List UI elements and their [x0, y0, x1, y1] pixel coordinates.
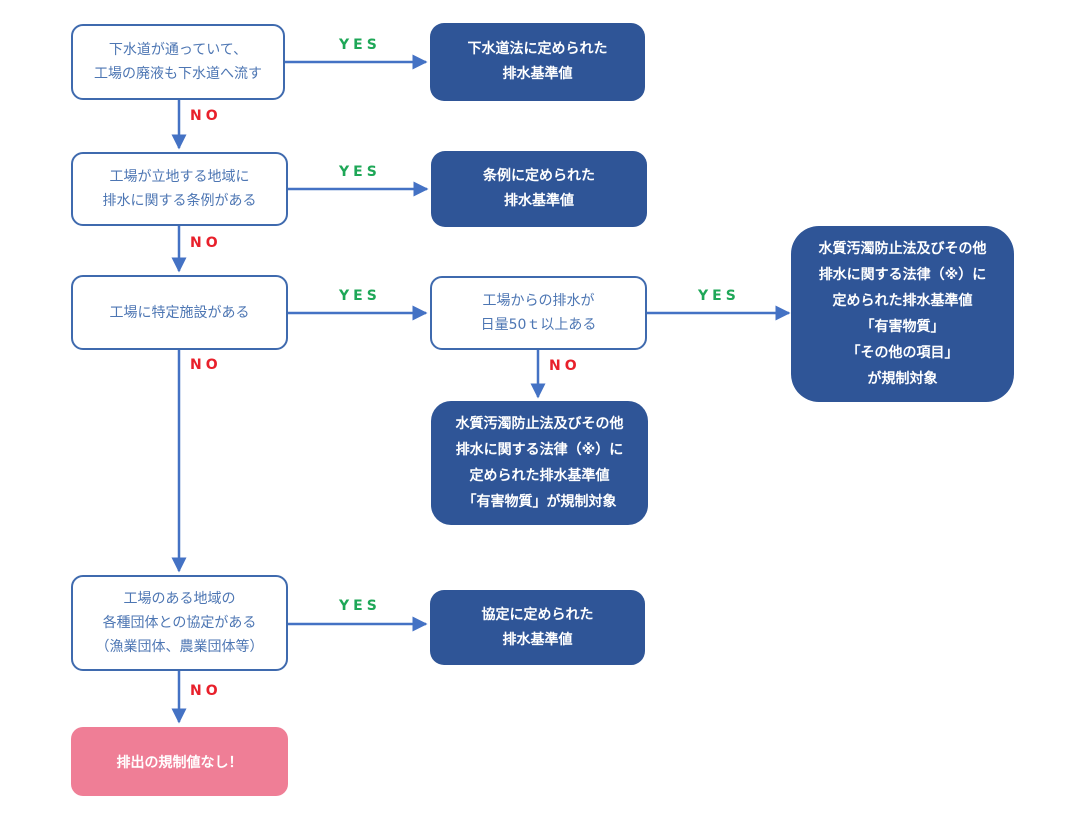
box-text: 工場に特定施設がある: [110, 301, 250, 325]
label-yes: YES: [339, 37, 381, 53]
box-text-line: 各種団体との協定がある: [102, 615, 257, 631]
label-no: NO: [190, 683, 222, 699]
result-water-pollution-act-hazardous: 水質汚濁防止法及びその他排水に関する法律（※）に定められた排水基準値「有害物質」…: [431, 401, 648, 525]
box-text-line: 水質汚濁防止法及びその他: [455, 416, 624, 432]
label-yes: YES: [339, 288, 381, 304]
question-sewer-connection: 下水道が通っていて、工場の廃液も下水道へ流す: [71, 24, 285, 100]
box-text: 工場が立地する地域に排水に関する条例がある: [103, 165, 257, 213]
box-text-line: 日量50ｔ以上ある: [480, 317, 597, 333]
box-text-line: 工場のある地域の: [123, 591, 236, 607]
box-text: 水質汚濁防止法及びその他排水に関する法律（※）に定められた排水基準値「有害物質」…: [819, 236, 987, 392]
box-text-line: 排出の規制値なし！: [116, 754, 243, 771]
result-ordinance-standard: 条例に定められた排水基準値: [431, 151, 647, 227]
question-group-agreement: 工場のある地域の各種団体との協定がある （漁業団体、農業団体等）: [71, 575, 288, 671]
box-text-line: が規制対象: [867, 371, 938, 387]
box-text-line: 下水道が通っていて、: [108, 42, 248, 58]
box-text-line: 「その他の項目」: [846, 345, 959, 361]
box-text: 下水道法に定められた排水基準値: [468, 37, 608, 87]
box-text-line: 排水に関する条例がある: [102, 193, 257, 209]
box-text-line: 定められた排水基準値: [469, 468, 610, 484]
box-text-line: 排水基準値: [502, 66, 573, 82]
box-text-line: 工場からの排水が: [482, 293, 595, 309]
box-text-line: 排水基準値: [504, 193, 574, 209]
box-text-line: 工場が立地する地域に: [109, 169, 250, 185]
box-text-line: 条例に定められた: [483, 168, 595, 184]
result-sewerage-act-standard: 下水道法に定められた排水基準値: [430, 23, 645, 101]
label-yes: YES: [339, 164, 381, 180]
box-text-line: 水質汚濁防止法及びその他: [818, 241, 987, 257]
label-no: NO: [549, 358, 581, 374]
label-yes: YES: [698, 288, 740, 304]
question-specified-facility: 工場に特定施設がある: [71, 275, 288, 350]
label-no: NO: [190, 357, 222, 373]
box-text-line: 定められた排水基準値: [832, 293, 973, 309]
question-local-ordinance: 工場が立地する地域に排水に関する条例がある: [71, 152, 288, 226]
box-text: 排出の規制値なし！: [117, 752, 243, 772]
box-text-line: 「有害物質」: [860, 319, 945, 335]
box-text: 条例に定められた排水基準値: [483, 164, 595, 214]
box-text-line: 工場に特定施設がある: [109, 304, 250, 321]
result-agreement-standard: 協定に定められた排水基準値: [430, 590, 645, 665]
box-text-line: 排水に関する法律（※）に: [818, 267, 987, 283]
result-water-pollution-act-all-items: 水質汚濁防止法及びその他排水に関する法律（※）に定められた排水基準値「有害物質」…: [791, 226, 1014, 402]
box-text-line: （漁業団体、農業団体等）: [95, 639, 264, 655]
box-text: 工場からの排水が日量50ｔ以上ある: [481, 289, 597, 337]
box-text-line: 「有害物質」が規制対象: [462, 494, 617, 510]
result-no-regulation: 排出の規制値なし！: [71, 727, 288, 796]
box-text-line: 下水道法に定められた: [467, 41, 608, 57]
box-text-line: 協定に定められた: [481, 606, 594, 623]
box-text-line: 排水基準値: [502, 631, 573, 648]
label-yes: YES: [339, 598, 381, 614]
label-no: NO: [190, 235, 222, 251]
label-no: NO: [190, 108, 222, 124]
box-text: 工場のある地域の各種団体との協定がある （漁業団体、農業団体等）: [96, 587, 264, 659]
box-text-line: 排水に関する法律（※）に: [455, 442, 624, 458]
box-text: 下水道が通っていて、工場の廃液も下水道へ流す: [94, 38, 262, 86]
box-text-line: 工場の廃液も下水道へ流す: [94, 66, 262, 82]
box-text: 水質汚濁防止法及びその他排水に関する法律（※）に定められた排水基準値「有害物質」…: [456, 411, 624, 515]
question-daily-discharge-volume: 工場からの排水が日量50ｔ以上ある: [430, 276, 647, 350]
box-text: 協定に定められた排水基準値: [482, 603, 594, 653]
